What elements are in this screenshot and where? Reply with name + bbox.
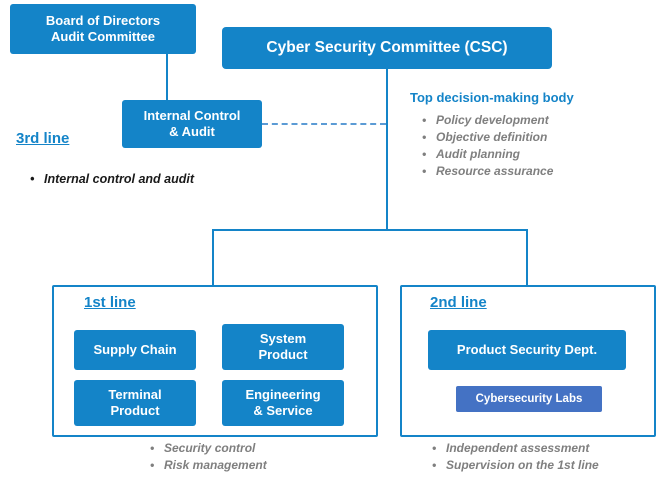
connector-branch-right [526,229,528,285]
bullet-item: Supervision on the 1st line [430,457,650,474]
top-decision-body-bullets: Policy development Objective definition … [420,112,620,180]
board-audit-committee-node: Board of Directors Audit Committee [10,4,196,54]
bullet-item: Security control [148,440,348,457]
first-line-heading: 1st line [84,294,136,311]
connector-branch-horizontal [212,229,528,231]
second-line-heading: 2nd line [430,294,487,311]
product-security-dept-node: Product Security Dept. [428,330,626,370]
first-line-bullets: Security control Risk management [148,440,348,474]
bullet-item: Independent assessment [430,440,650,457]
bullet-item: Audit planning [420,146,620,163]
cybersecurity-labs-node: Cybersecurity Labs [456,386,602,412]
bullet-item: Internal control and audit [28,170,248,188]
top-decision-body-title: Top decision-making body [410,90,574,105]
bullet-item: Objective definition [420,129,620,146]
second-line-bullets: Independent assessment Supervision on th… [430,440,650,474]
engineering-service-node: Engineering & Service [222,380,344,426]
connector-branch-left [212,229,214,285]
supply-chain-node: Supply Chain [74,330,196,370]
bullet-item: Risk management [148,457,348,474]
terminal-product-node: Terminal Product [74,380,196,426]
connector-csc-vertical [386,69,388,231]
system-product-node: System Product [222,324,344,370]
bullet-item: Resource assurance [420,163,620,180]
connector-board-to-internal [166,54,168,100]
third-line-bullets: Internal control and audit [28,170,248,188]
bullet-item: Policy development [420,112,620,129]
internal-control-audit-node: Internal Control & Audit [122,100,262,148]
cyber-security-committee-node: Cyber Security Committee (CSC) [222,27,552,69]
connector-internal-to-csc-dashed [262,123,386,125]
third-line-heading: 3rd line [16,130,70,147]
